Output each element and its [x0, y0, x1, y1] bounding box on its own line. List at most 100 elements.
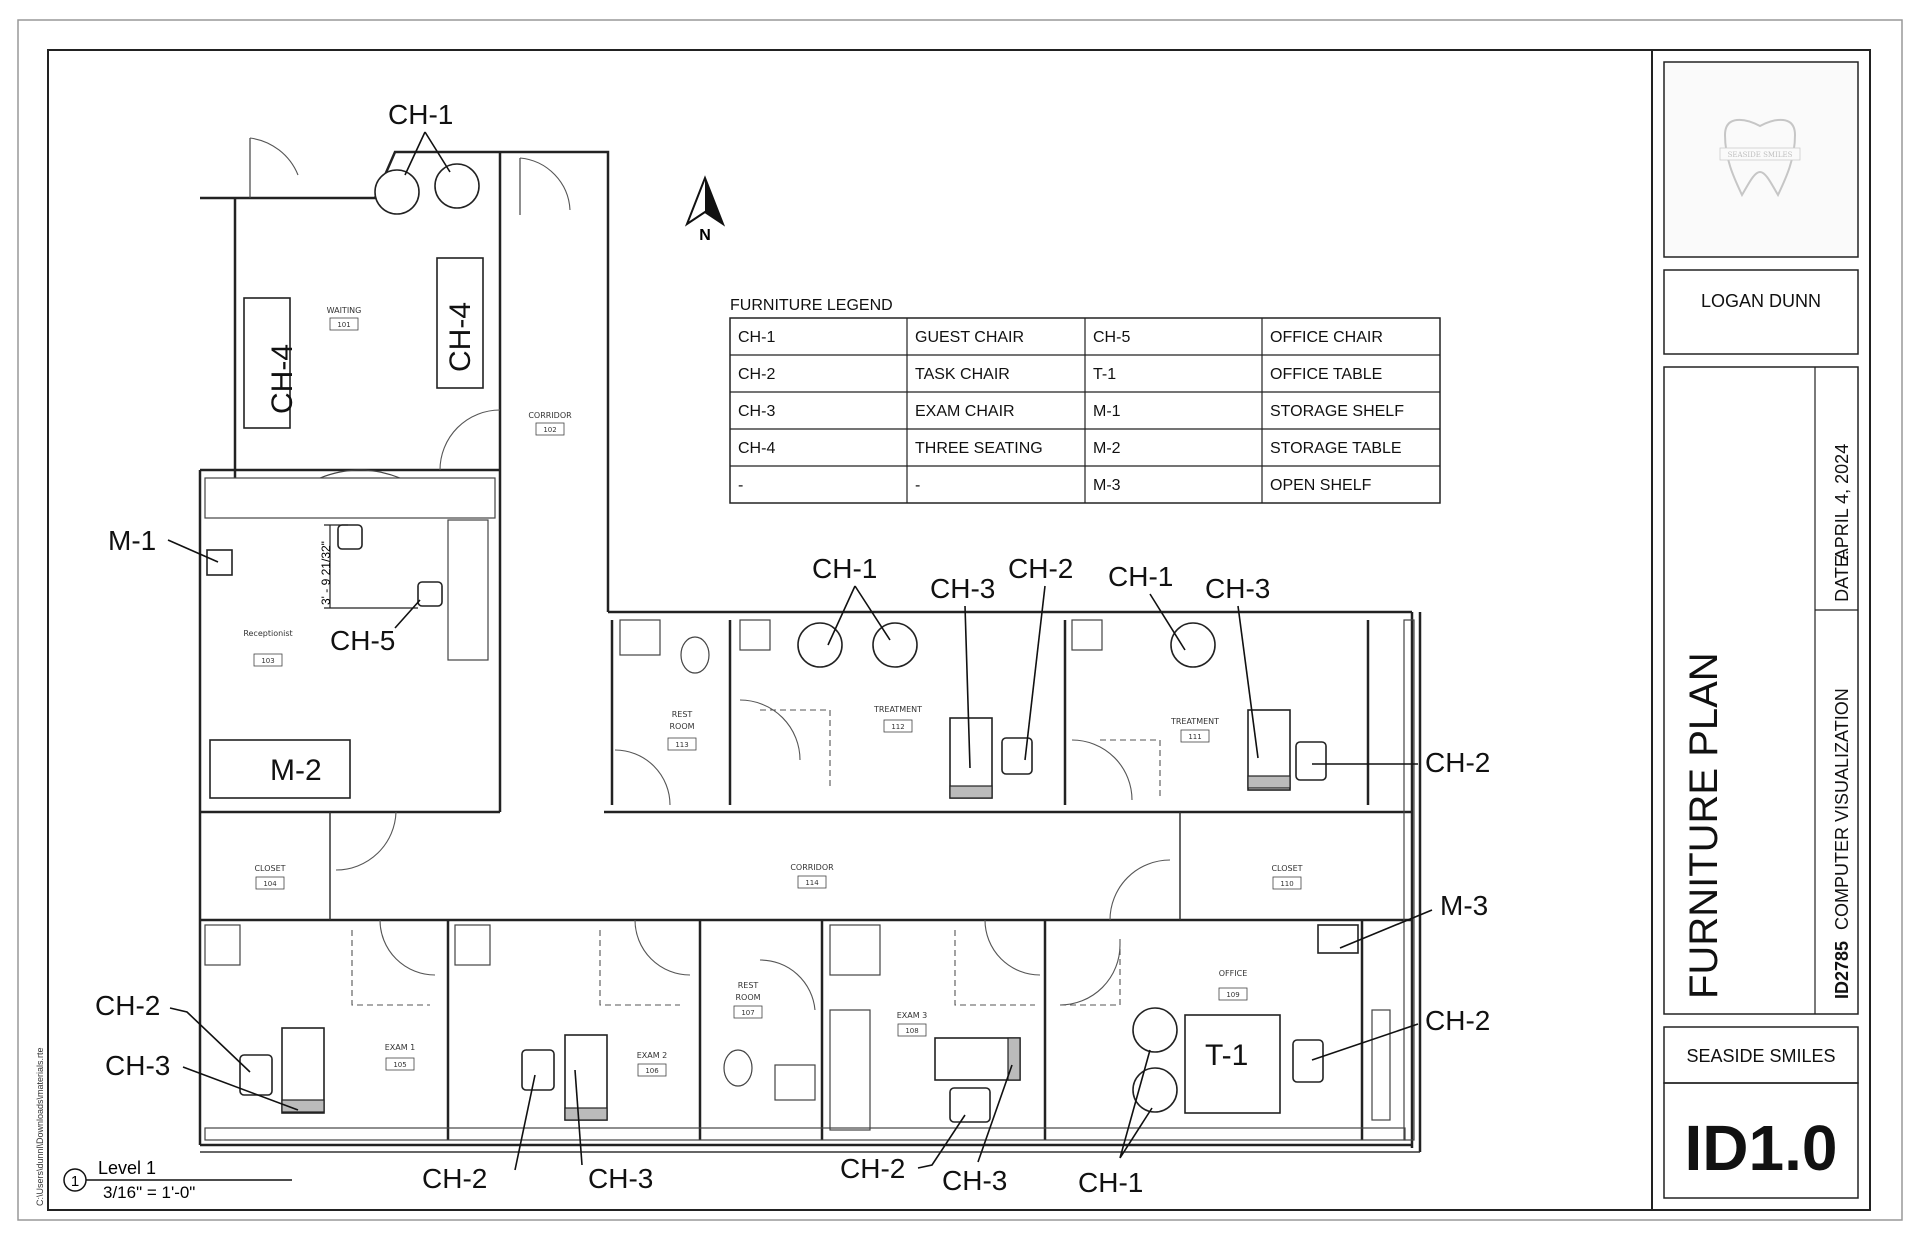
restroom107-sink [774, 1064, 816, 1101]
svg-text:101: 101 [337, 321, 350, 329]
legend-title: FURNITURE LEGEND [730, 297, 893, 314]
exam-chair-base [1007, 1037, 1021, 1081]
room-tag-office: OFFICE 109 [1218, 969, 1248, 1001]
leader-ch3-treatment111 [1237, 605, 1259, 759]
office-chair [337, 524, 363, 550]
north-label: N [699, 227, 711, 244]
door-office-arc [1060, 935, 1121, 1006]
legend-cell: T-1 [1093, 366, 1116, 383]
sheet-title: FURNITURE PLAN [1682, 652, 1726, 999]
legend-cell: CH-2 [738, 366, 775, 383]
view-scale: 3/16" = 1'-0" [103, 1183, 195, 1202]
label-m3: M-3 [1440, 890, 1488, 921]
leader-ch1-office [1119, 1049, 1153, 1159]
storage-table [209, 739, 351, 799]
floor-plan: WAITING 101 CORRIDOR 102 Receptionist 10… [198, 137, 1422, 1153]
room-tag-closet104: CLOSET 104 [254, 864, 286, 890]
svg-text:CLOSET: CLOSET [254, 864, 285, 873]
room-tag-corridor114: CORRIDOR 114 [790, 863, 834, 889]
door-exam3-arc [954, 930, 1035, 1006]
sheet-outer-border [17, 19, 1903, 1221]
label-ch1-treatment111: CH-1 [1108, 561, 1173, 592]
exam-chair-base [564, 1107, 608, 1121]
room-tag-corridor102: CORRIDOR 102 [528, 411, 572, 436]
restroom107-toilet [723, 1049, 753, 1087]
label-m1: M-1 [108, 525, 156, 556]
room-tag-restroom113: REST ROOM 113 [667, 710, 697, 751]
logo-text: SEASIDE SMILES [1728, 151, 1793, 159]
sheet-number: ID1.0 [1685, 1112, 1838, 1184]
room-tag-treatment111: TREATMENT 111 [1170, 717, 1219, 743]
svg-text:106: 106 [645, 1067, 659, 1075]
sheet-date: APRIL 4, 2024 [1832, 444, 1852, 560]
legend-cell: CH-5 [1093, 329, 1130, 346]
leader-ch3-exam2 [574, 1069, 583, 1166]
east-window-strip [1403, 619, 1415, 1141]
reception-side-counter [447, 519, 489, 661]
legend-cell: CH-3 [738, 403, 775, 420]
svg-text:CORRIDOR: CORRIDOR [790, 863, 834, 872]
exam-chair-base [949, 785, 993, 799]
logo-box [1663, 61, 1859, 258]
room-tag-exam1: EXAM 1 105 [385, 1043, 416, 1071]
label-ch2-treatment111: CH-2 [1425, 747, 1490, 778]
leader-ch1-waiting [404, 131, 451, 176]
leader-ch2-exam1 [169, 1007, 251, 1073]
leader-ch3-exam3 [977, 1064, 1013, 1163]
designer-box [1663, 269, 1859, 355]
label-ch1-waiting: CH-1 [388, 99, 453, 130]
svg-text:REST: REST [672, 710, 693, 719]
office-shelf [1371, 1009, 1391, 1121]
designer-name: LOGAN DUNN [1701, 291, 1821, 311]
course-name: COMPUTER VISUALIZATION [1832, 688, 1852, 930]
door-exam2-swing [634, 919, 691, 976]
guest-chair [797, 622, 843, 668]
exam1-cabinet [204, 924, 241, 966]
door-closet104-swing [335, 811, 397, 871]
office-table [1184, 1014, 1281, 1114]
exam-chair-base [1247, 775, 1291, 789]
task-chair [1292, 1039, 1324, 1083]
leader-ch1-treatment112 [827, 585, 891, 646]
svg-text:114: 114 [805, 879, 819, 887]
tooth-logo: SEASIDE SMILES [1719, 119, 1801, 198]
view-title-text: Level 1 [98, 1158, 156, 1178]
leader-ch2-office [1311, 1023, 1419, 1061]
door-treatment111-arc [1100, 739, 1161, 800]
door-treatment112-swing [739, 699, 801, 761]
sheet-border [47, 49, 1871, 1211]
legend-cell: STORAGE SHELF [1270, 403, 1404, 420]
north-arrow: N [684, 175, 726, 244]
furniture [206, 163, 1359, 1123]
storage-shelf [206, 549, 233, 576]
door-treatment112-arc [760, 709, 831, 790]
office-chair [417, 581, 443, 607]
svg-text:105: 105 [393, 1061, 406, 1069]
reception-transaction-top [319, 469, 401, 479]
guest-chair [1132, 1007, 1178, 1053]
three-seating [243, 297, 291, 429]
reception-counter [204, 477, 496, 519]
dimension-text: 3' - 9 21/32" [319, 541, 333, 605]
svg-text:EXAM 3: EXAM 3 [897, 1011, 928, 1020]
sheet-title-box [1663, 366, 1859, 1015]
label-ch3-exam3: CH-3 [942, 1165, 1007, 1196]
svg-text:112: 112 [891, 723, 904, 731]
door-exam2-arc [599, 930, 680, 1006]
legend-cell: M-1 [1093, 403, 1121, 420]
task-chair [1295, 741, 1327, 781]
svg-text:109: 109 [1226, 991, 1239, 999]
furniture-labels: CH-1 CH-4 CH-4 M-1 CH-5 M-2 CH-1 CH-3 CH… [95, 99, 1490, 1198]
legend-cell: OFFICE TABLE [1270, 366, 1382, 383]
label-t1: T-1 [1205, 1039, 1248, 1072]
legend-cell: M-3 [1093, 477, 1121, 494]
project-name: SEASIDE SMILES [1686, 1046, 1835, 1066]
date-label: DATE: [1832, 550, 1852, 602]
title-block: SEASIDE SMILES LOGAN DUNN APRIL 4, 2024 … [1663, 61, 1859, 1199]
legend-cell: OFFICE CHAIR [1270, 329, 1383, 346]
task-chair [1001, 737, 1033, 775]
svg-text:EXAM 1: EXAM 1 [385, 1043, 416, 1052]
